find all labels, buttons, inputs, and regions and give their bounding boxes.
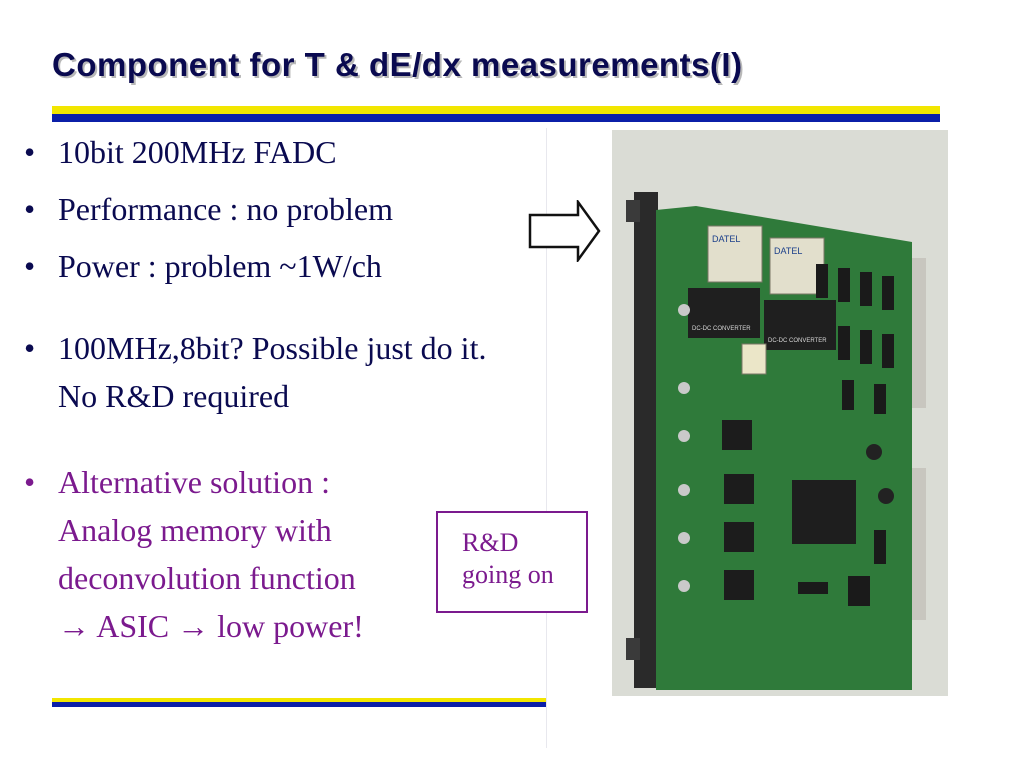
bullet-text: Alternative solution : [58,464,330,500]
bullet-item: • 100MHz,8bit? Possible just do it. No R… [24,324,604,420]
bullet-item: • Alternative solution : Analog memory w… [24,458,604,650]
bullet-text: No R&D required [58,378,290,414]
callout-text: going on [462,560,554,589]
fadc-board-illustration: DATEL DATEL DC-DC CONVERTER DC-DC CONVER… [612,130,948,696]
footer-rule [52,698,546,707]
column-divider [546,128,547,748]
chip-label: DATEL [712,234,740,244]
bullet-item: • Power : problem ~1W/ch [24,242,604,290]
bullet-dot: • [24,134,36,170]
bullet-text: Performance : no problem [58,191,393,227]
bullet-item: • Performance : no problem [24,185,604,233]
bullet-text: Analog memory with [58,512,332,548]
chip-label: DATEL [774,246,802,256]
chip-label: DC-DC CONVERTER [768,338,827,344]
bullet-dot: • [24,464,36,500]
bullet-dot: • [24,248,36,284]
bullet-text: Power : problem ~1W/ch [58,248,382,284]
slide-title: Component for T & dE/dx measurements(I) [52,46,743,83]
fadc-board-photo: DATEL DATEL DC-DC CONVERTER DC-DC CONVER… [612,130,948,696]
chip-label: DC-DC CONVERTER [692,326,751,332]
bullet-list: • 10bit 200MHz FADC • Performance : no p… [24,128,604,650]
title-underline [52,106,940,122]
bullet-text: → ASIC → low power! [58,608,364,644]
rd-callout-box: R&D going on [436,511,588,613]
right-arrow-icon [528,200,601,262]
bullet-dot: • [24,330,36,366]
bullet-text: 10bit 200MHz FADC [58,134,337,170]
callout-text: R&D [462,528,519,557]
bullet-text: deconvolution function [58,560,356,596]
bullet-text: 100MHz,8bit? Possible just do it. [58,330,487,366]
bullet-item: • 10bit 200MHz FADC [24,128,604,176]
bullet-dot: • [24,191,36,227]
